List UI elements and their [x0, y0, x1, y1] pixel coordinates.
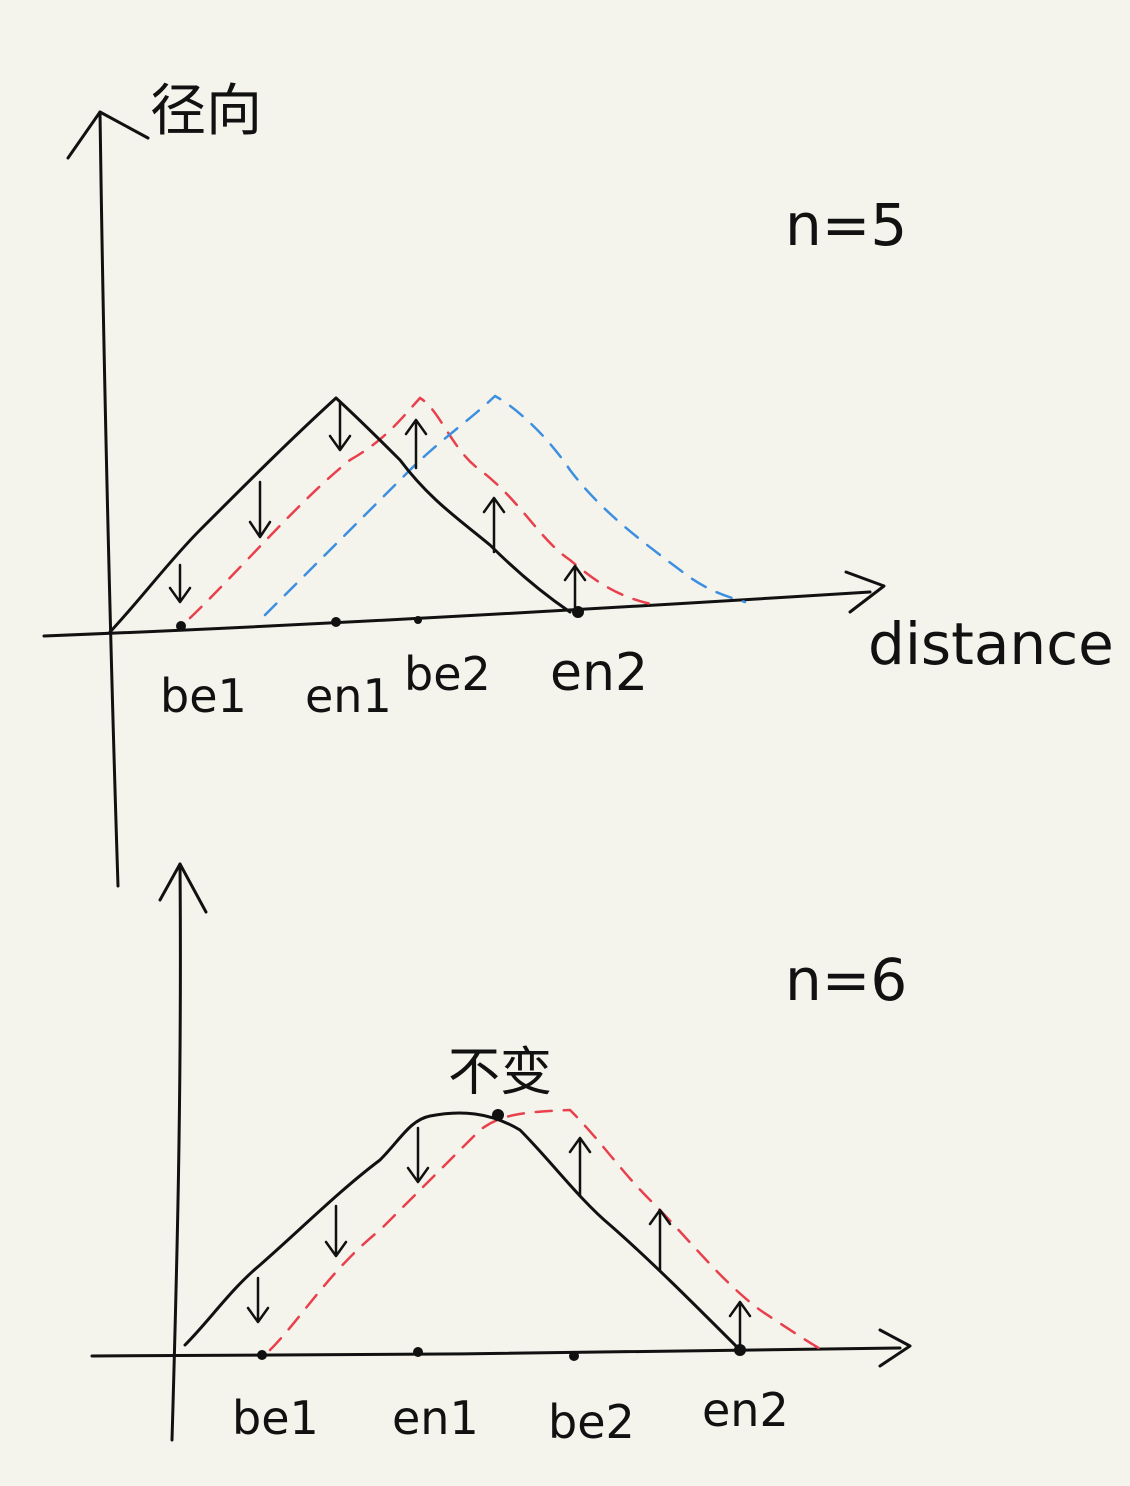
bottom-tick-dot-be1	[257, 1350, 267, 1360]
top-up-arrow-2	[482, 496, 506, 554]
bottom-red-dashed-curve	[268, 1108, 824, 1352]
bottom-tick-label-be2: be2	[548, 1395, 635, 1449]
top-tick-dot-en1	[331, 617, 341, 627]
bottom-up-arrow-1	[568, 1136, 592, 1198]
bottom-x-axis	[90, 1346, 902, 1358]
top-down-arrow-1	[168, 563, 192, 604]
top-tick-dot-be1	[176, 621, 186, 631]
top-n-label: n=5	[785, 191, 907, 259]
bottom-tick-label-be1: be1	[232, 1391, 319, 1445]
top-x-axis-arrowhead	[844, 570, 886, 614]
top-y-axis-label: 径向	[150, 79, 262, 144]
bottom-tick-dot-en1	[413, 1347, 423, 1357]
bottom-peak-annotation: 不变	[448, 1043, 552, 1103]
top-x-axis-label: distance	[868, 610, 1114, 678]
bottom-tick-dot-be2	[569, 1351, 579, 1361]
bottom-tick-label-en2: en2	[702, 1383, 789, 1437]
top-tick-dot-en2	[572, 606, 584, 618]
top-tick-dot-be2	[414, 616, 422, 624]
bottom-y-axis	[170, 862, 182, 1442]
bottom-down-arrow-1	[246, 1276, 270, 1324]
top-panel: 径向 distance n=5 be1 en1 be2 en2	[42, 79, 1114, 888]
top-down-arrow-3	[328, 400, 352, 452]
bottom-peak-dot	[492, 1109, 504, 1121]
top-up-arrow-1	[404, 418, 428, 470]
bottom-n-label: n=6	[785, 946, 907, 1014]
bottom-down-arrow-2	[324, 1204, 348, 1258]
bottom-tick-dot-en2	[734, 1344, 746, 1356]
bottom-panel: n=6 不变 be1 en1 be2 en2	[90, 862, 912, 1449]
top-blue-dashed-curve	[263, 394, 747, 617]
top-tick-label-en1: en1	[305, 669, 392, 723]
bottom-x-axis-arrowhead	[878, 1328, 912, 1368]
bottom-tick-label-en1: en1	[392, 1391, 479, 1445]
bottom-down-arrow-3	[406, 1126, 430, 1184]
top-tick-label-be2: be2	[404, 647, 491, 701]
top-x-axis	[42, 590, 872, 638]
top-red-dashed-curve	[188, 396, 662, 620]
top-y-axis	[98, 110, 120, 888]
top-down-arrow-2	[248, 480, 272, 539]
bottom-y-axis-arrowhead	[158, 862, 208, 914]
top-tick-label-en2: en2	[550, 643, 648, 703]
top-tick-label-be1: be1	[160, 669, 247, 723]
top-y-axis-arrowhead	[66, 110, 150, 160]
bottom-black-curve	[183, 1111, 742, 1352]
bottom-up-arrow-2	[648, 1208, 672, 1272]
top-up-arrow-3	[563, 564, 587, 614]
